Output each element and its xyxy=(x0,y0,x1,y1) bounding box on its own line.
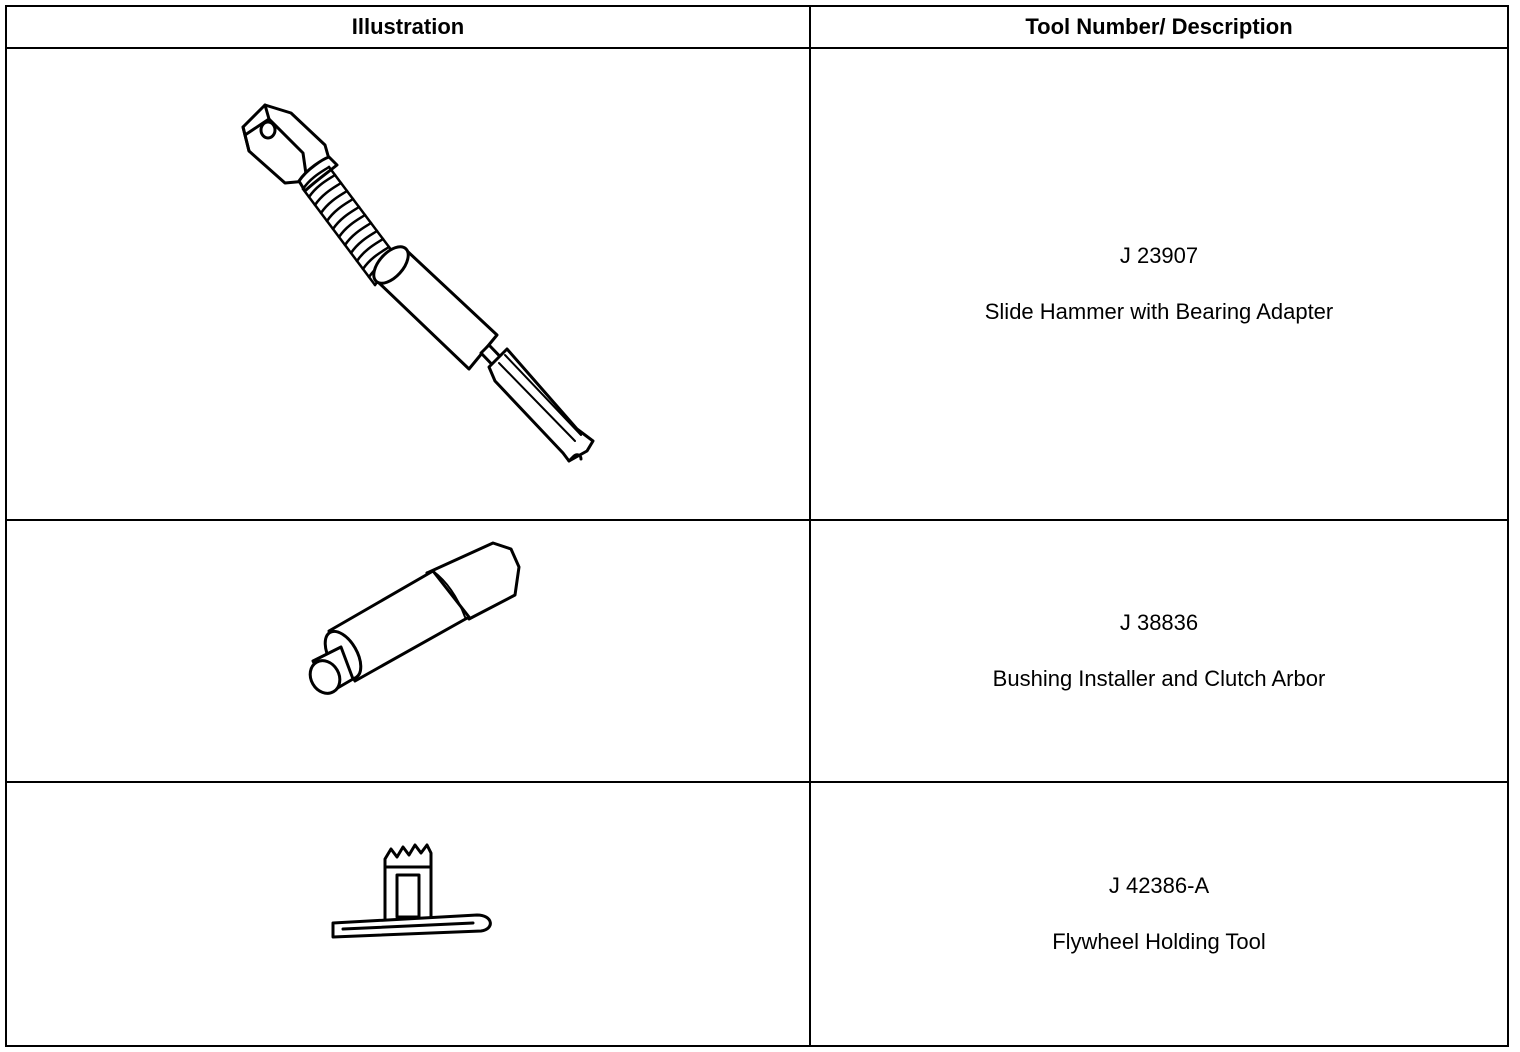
table-row: J 42386-A Flywheel Holding Tool xyxy=(5,781,1509,1047)
tool-number: J 38836 xyxy=(1119,610,1199,635)
illustration-cell xyxy=(5,781,811,1047)
header-tool-number-description: Tool Number/ Description xyxy=(809,5,1509,49)
tool-table: Illustration Tool Number/ Description xyxy=(5,5,1509,1047)
table-row: J 38836 Bushing Installer and Clutch Arb… xyxy=(5,519,1509,783)
tool-number: J 23907 xyxy=(1119,243,1199,268)
tool-description: Slide Hammer with Bearing Adapter xyxy=(984,299,1334,324)
bushing-installer-icon xyxy=(308,541,521,695)
tool-description: Bushing Installer and Clutch Arbor xyxy=(992,666,1326,691)
illustration-cell xyxy=(5,47,811,521)
tool-description: Flywheel Holding Tool xyxy=(1052,929,1266,954)
description-cell: J 23907 Slide Hammer with Bearing Adapte… xyxy=(809,47,1509,521)
header-illustration: Illustration xyxy=(5,5,811,49)
slide-hammer-icon xyxy=(241,103,595,463)
illustration-cell xyxy=(5,519,811,783)
description-cell: J 38836 Bushing Installer and Clutch Arb… xyxy=(809,519,1509,783)
table-row: J 23907 Slide Hammer with Bearing Adapte… xyxy=(5,47,1509,521)
tool-number: J 42386-A xyxy=(1108,873,1210,898)
flywheel-holding-tool-icon xyxy=(331,843,492,939)
description-cell: J 42386-A Flywheel Holding Tool xyxy=(809,781,1509,1047)
table-header-row: Illustration Tool Number/ Description xyxy=(5,5,1509,49)
